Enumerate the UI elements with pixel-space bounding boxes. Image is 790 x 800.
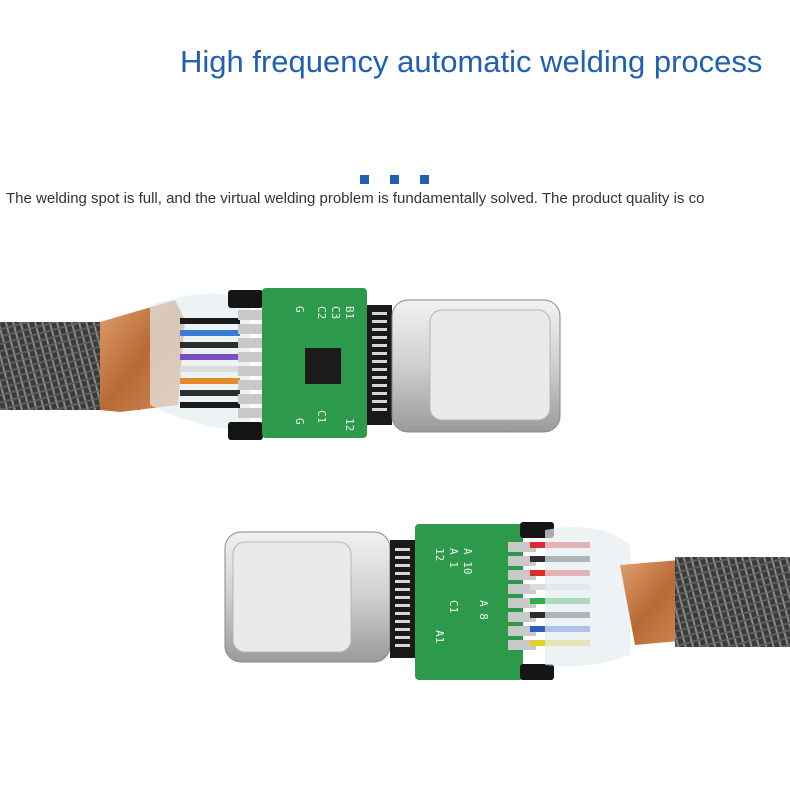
svg-text:A 8: A 8 [477, 600, 490, 620]
page-subtitle: The welding spot is full, and the virtua… [6, 190, 705, 207]
svg-text:C1: C1 [315, 410, 328, 423]
svg-text:G: G [293, 306, 306, 313]
svg-text:C1: C1 [447, 600, 460, 613]
svg-text:B1: B1 [343, 306, 356, 319]
top-wires [180, 318, 240, 408]
svg-text:12: 12 [343, 418, 356, 431]
svg-text:A1: A1 [433, 630, 446, 643]
bottom-pcb [415, 524, 523, 680]
top-cable-assembly: G C2 C3 B1 G C1 12 [0, 288, 561, 440]
svg-text:12: 12 [433, 548, 446, 561]
top-connector-pins [367, 305, 392, 425]
bottom-copper-shield [620, 560, 690, 645]
top-heat-shrink [150, 293, 250, 430]
bottom-cable-assembly: 12 A 1 A 10 C1 A1 A 8 [224, 522, 790, 680]
svg-text:C3: C3 [329, 306, 342, 319]
svg-text:A 1: A 1 [447, 548, 460, 568]
bottom-braided-cable [675, 557, 790, 647]
top-pcb-labels: G C2 C3 B1 G C1 12 [293, 306, 356, 431]
page-title: High frequency automatic welding process [180, 44, 763, 79]
top-chip [305, 348, 341, 384]
bottom-solder-terminals [508, 522, 554, 680]
bottom-pcb-labels: 12 A 1 A 10 C1 A1 A 8 [433, 548, 490, 643]
bottom-heat-shrink [545, 527, 630, 667]
svg-text:G: G [293, 418, 306, 425]
svg-text:A 10: A 10 [461, 548, 474, 575]
top-solder-terminals [228, 290, 266, 440]
svg-text:C2: C2 [315, 306, 328, 319]
